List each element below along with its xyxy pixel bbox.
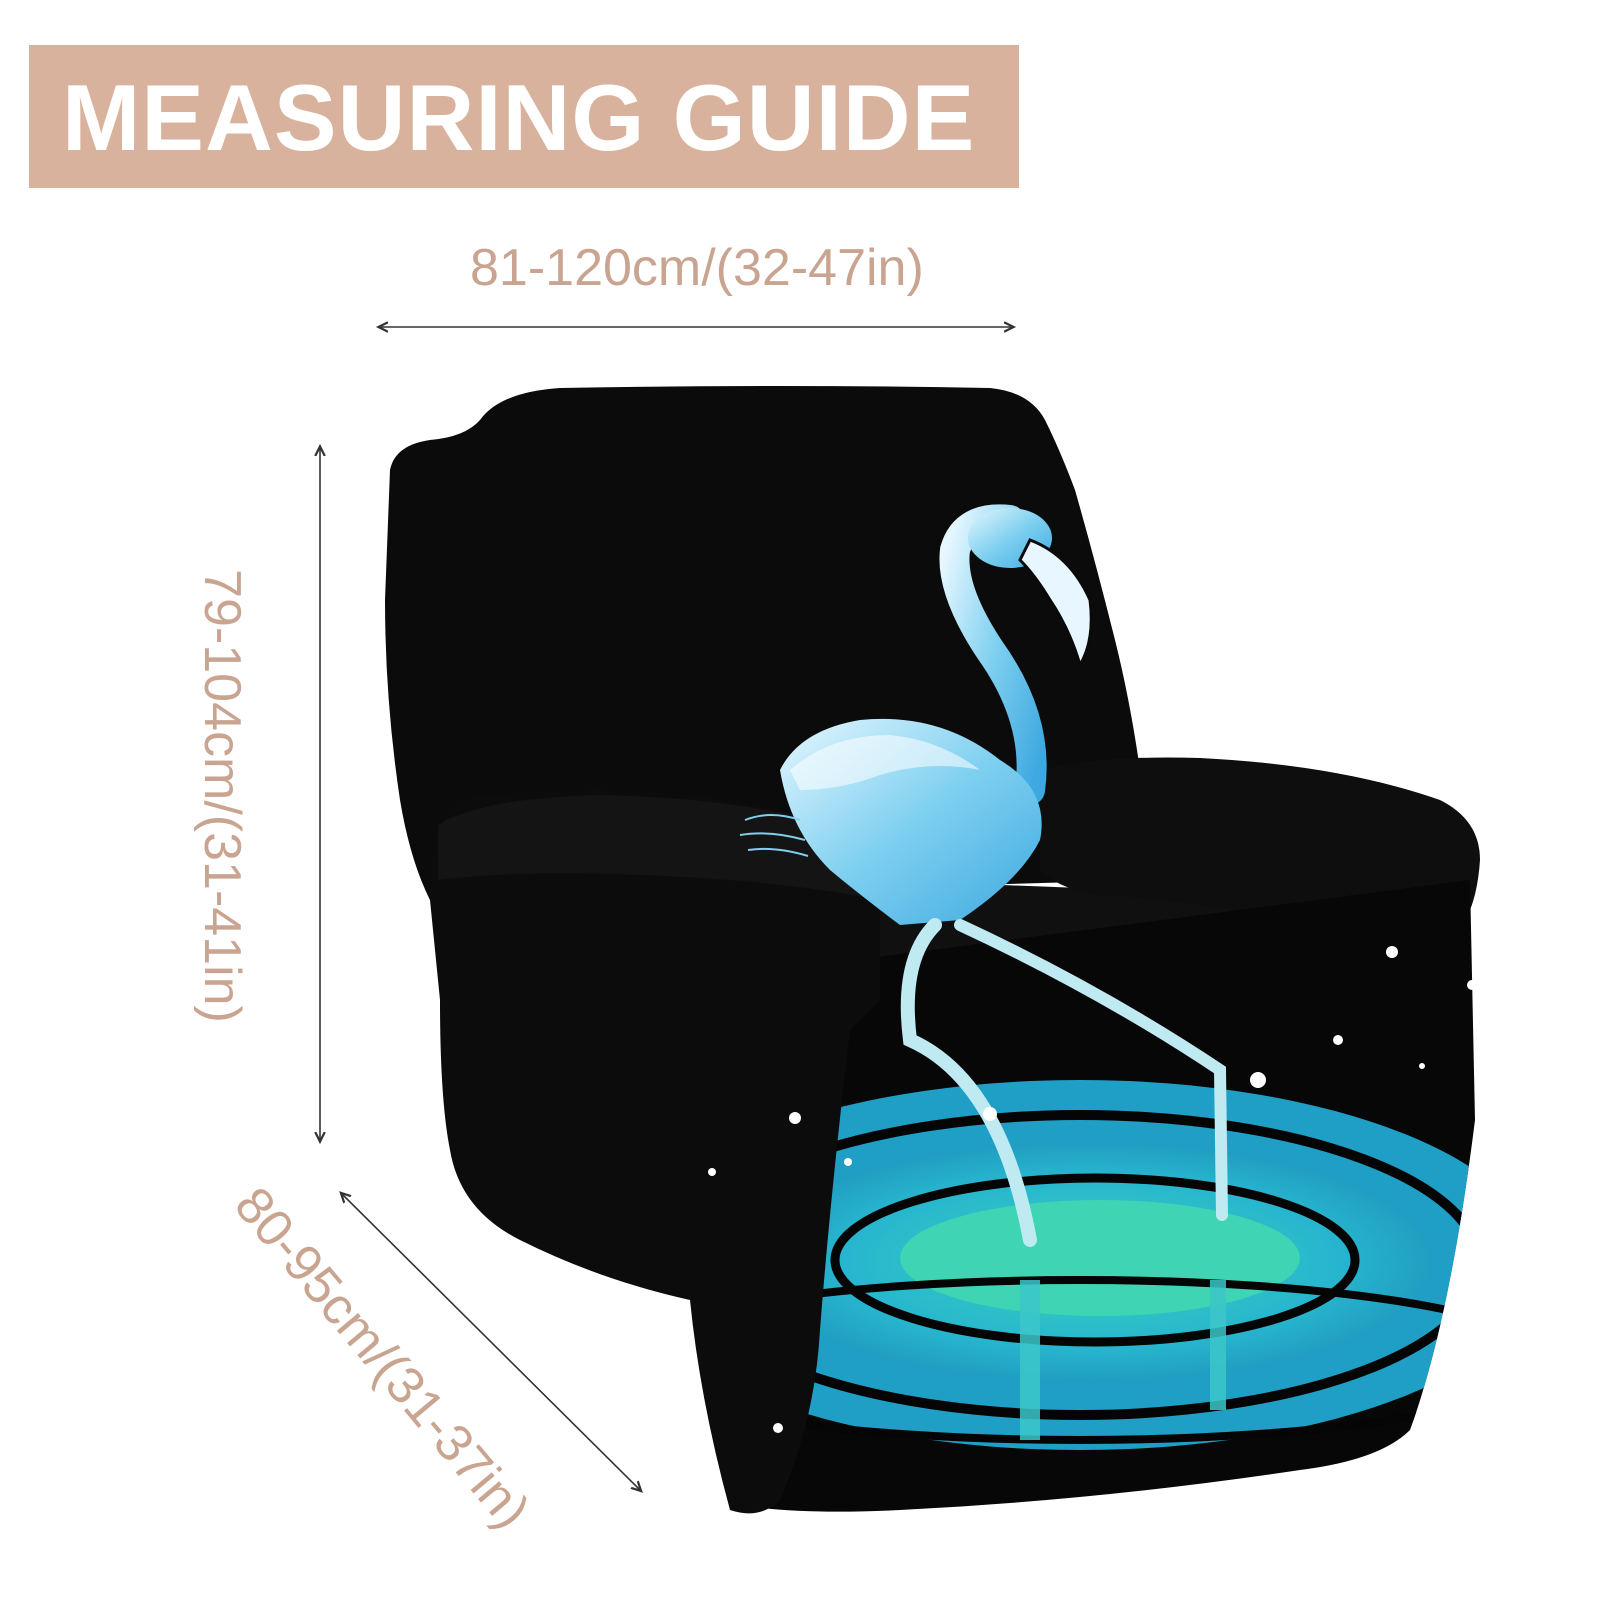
- flamingo-beak: [1018, 538, 1093, 669]
- flamingo-leg-left: [900, 918, 1037, 1247]
- flamingo-leg-right: [954, 919, 1228, 1221]
- page-title: MEASURING GUIDE: [62, 65, 976, 170]
- flamingo-wing: [790, 735, 980, 790]
- star-dots: [708, 946, 1477, 1433]
- height-measurement-label: 79-104cm/(31-41in): [193, 569, 251, 1023]
- chair-left-arm: [430, 790, 880, 1514]
- flamingo-neck: [939, 504, 1047, 805]
- flamingo-tail: [739, 814, 809, 857]
- chair-left-arm-top: [438, 795, 880, 900]
- pond-graphic: [700, 1080, 1475, 1450]
- chair-right-arm: [1040, 757, 1480, 937]
- depth-arrow: [342, 1194, 640, 1490]
- title-banner: MEASURING GUIDE: [29, 45, 1019, 188]
- width-measurement-label: 81-120cm/(32-47in): [470, 239, 924, 297]
